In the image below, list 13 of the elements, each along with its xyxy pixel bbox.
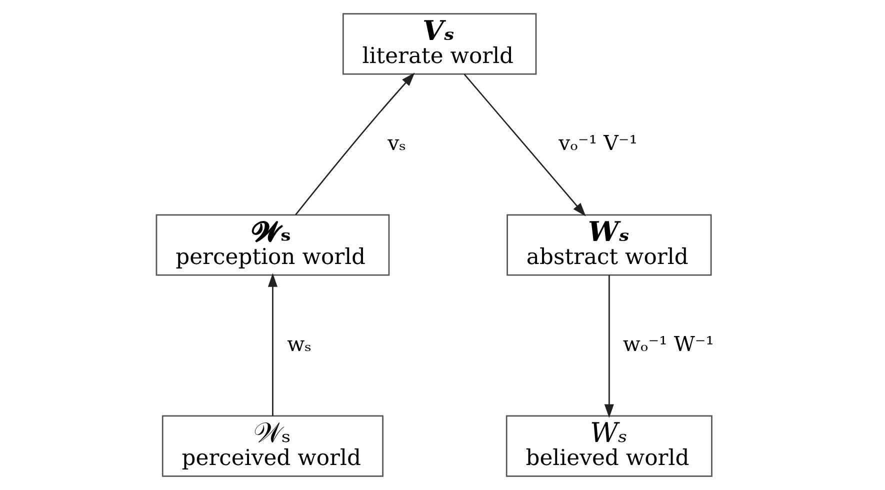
node-box: 𝓦ₛ perception world [155, 214, 390, 276]
arrow [294, 72, 414, 216]
edge-label: vₒ⁻¹ V⁻¹ [558, 130, 637, 155]
arrow [267, 273, 278, 416]
edge-label: vₛ [387, 130, 406, 155]
edge-label: wₛ [286, 332, 312, 356]
node-box: Wₛ abstract world [506, 214, 712, 276]
arrow [604, 275, 614, 418]
node-box: Wₛ believed world [505, 415, 712, 477]
arrow [463, 74, 586, 216]
node-box: 𝒲ₛ perceived world [161, 415, 383, 477]
node-box: Vₛ literate world [342, 13, 536, 75]
edge-label: wₒ⁻¹ W⁻¹ [622, 332, 714, 356]
